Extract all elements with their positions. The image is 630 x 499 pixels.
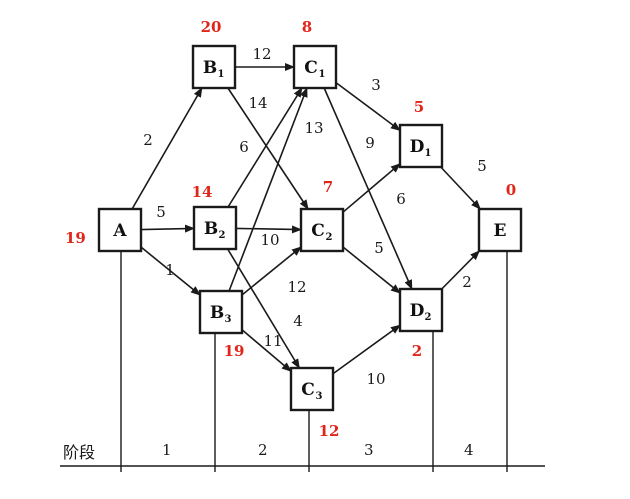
edge-weight: 3	[371, 76, 381, 94]
node-value: 2	[412, 342, 422, 360]
node-label: B	[203, 58, 217, 78]
edge-weight: 12	[252, 45, 271, 63]
node-box	[477, 207, 523, 253]
node-box	[398, 287, 444, 333]
stage-number-1: 1	[162, 441, 172, 459]
node-value: 12	[319, 422, 340, 440]
node-label: D	[410, 137, 425, 157]
edge-weight: 9	[365, 134, 375, 152]
node-box	[292, 44, 338, 90]
edge-weight: 6	[396, 190, 406, 208]
edge-c2-d1	[342, 163, 401, 213]
edge-b3-c3	[241, 329, 292, 372]
node-box	[191, 44, 237, 90]
node-box	[299, 207, 345, 253]
edge-b3-c2	[241, 246, 302, 296]
node-value: 7	[323, 178, 333, 196]
node-box	[198, 289, 244, 335]
node-box	[192, 205, 238, 251]
node-subscript: 2	[219, 230, 226, 241]
edge-weight: 11	[263, 332, 282, 350]
node-label: B	[204, 219, 218, 239]
edge-b1-c2	[227, 87, 309, 210]
edge-weight: 4	[293, 312, 303, 330]
node-e: E0	[477, 181, 523, 253]
node-value: 14	[192, 183, 213, 201]
node-subscript: 2	[326, 232, 333, 243]
edge-weight: 13	[304, 119, 323, 137]
edge-b2-c3	[226, 248, 301, 369]
edge-weight: 12	[287, 278, 306, 296]
edge-weight: 6	[239, 138, 249, 156]
edge-d1-e	[440, 166, 481, 210]
edge-b2-c1	[227, 87, 303, 208]
node-a: A 19	[65, 207, 143, 253]
node-label: C	[304, 58, 318, 78]
edge-weight: 10	[366, 370, 385, 388]
node-value: 0	[506, 181, 516, 199]
edge-c1-d2	[323, 87, 413, 290]
node-box	[97, 207, 143, 253]
node-label: B	[210, 303, 224, 323]
node-label: E	[494, 221, 507, 241]
node-value: 5	[414, 98, 424, 116]
edge-weight: 5	[156, 203, 166, 221]
node-subscript: 2	[425, 312, 432, 323]
stage-number-2: 2	[258, 441, 268, 459]
node-subscript: 3	[225, 314, 232, 325]
edge-weight: 14	[248, 94, 267, 112]
edge-weight: 2	[143, 131, 153, 149]
stage-axis: 阶段 1 2 3 4	[60, 249, 545, 472]
edge-a-b3	[140, 246, 201, 296]
edge-weight: 2	[462, 273, 472, 291]
node-subscript: 1	[218, 69, 225, 80]
node-label: C	[311, 221, 325, 241]
stage-number-4: 4	[464, 441, 474, 459]
node-box	[289, 366, 335, 412]
edge-c3-d2	[332, 324, 401, 375]
edge-weight: 5	[477, 157, 487, 175]
edge-weight: 10	[260, 231, 279, 249]
node-subscript: 1	[425, 148, 432, 159]
edge-c2-d2	[342, 246, 401, 294]
node-value: 19	[65, 229, 86, 247]
stage-number-3: 3	[364, 441, 374, 459]
node-value: 19	[224, 342, 245, 360]
edge-b2-c2	[235, 225, 302, 234]
edge-c1-d1	[335, 82, 401, 131]
node-value: 20	[201, 18, 222, 36]
stage-title: 阶段	[63, 443, 95, 462]
node-box	[398, 123, 444, 169]
edge-d2-e	[441, 250, 480, 290]
node-subscript: 1	[319, 69, 326, 80]
edge-a-b2	[140, 224, 195, 233]
edge-weight: 5	[374, 239, 384, 257]
node-label: C	[301, 380, 315, 400]
edge-b3-c1	[228, 87, 308, 292]
node-subscript: 3	[316, 391, 323, 402]
node-label: A	[112, 221, 127, 241]
node-label: D	[410, 301, 425, 321]
edge-weight: 1	[165, 261, 175, 279]
edge-a-b1	[131, 87, 203, 210]
node-value: 8	[302, 18, 312, 36]
